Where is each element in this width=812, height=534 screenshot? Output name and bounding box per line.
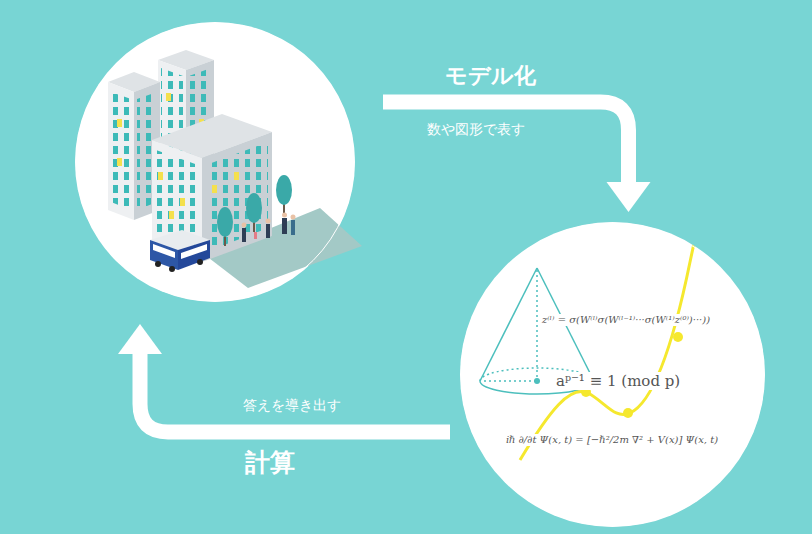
math-circle bbox=[460, 222, 765, 527]
circle-shape bbox=[461, 223, 764, 526]
arrow-head bbox=[607, 182, 651, 212]
flow-arrow bbox=[383, 102, 651, 212]
city-illustration bbox=[108, 50, 362, 288]
formula-text: iℏ ∂/∂t Ψ(x, t) = [−ℏ²/2m ∇² + V(x)] Ψ(x… bbox=[503, 434, 721, 446]
circle-node: z⁽ˡ⁾ = σ(W⁽ˡ⁾σ(W⁽ˡ⁻¹⁾···σ(W⁽¹⁾z⁽⁰⁾)···))… bbox=[460, 222, 765, 527]
circle-node bbox=[75, 22, 355, 302]
arrow-head bbox=[118, 324, 162, 354]
arrow-line bbox=[383, 102, 629, 184]
edge-label: 計算 bbox=[245, 448, 295, 478]
circle-outline bbox=[75, 22, 355, 302]
edge-label: モデル化 bbox=[445, 63, 536, 89]
flow-arrow bbox=[118, 324, 450, 432]
note-label: 答えを導き出す bbox=[243, 397, 341, 414]
formula-text: aᵖ⁻¹ ≡ 1 (mod p) bbox=[553, 372, 683, 390]
circle-shape bbox=[76, 23, 354, 301]
note-label: 数や図形で表す bbox=[427, 121, 525, 138]
formula-text: z⁽ˡ⁾ = σ(W⁽ˡ⁾σ(W⁽ˡ⁻¹⁾···σ(W⁽¹⁾z⁽⁰⁾)···)) bbox=[539, 314, 713, 326]
math-illustration bbox=[480, 215, 700, 460]
arrow-line bbox=[140, 352, 450, 432]
